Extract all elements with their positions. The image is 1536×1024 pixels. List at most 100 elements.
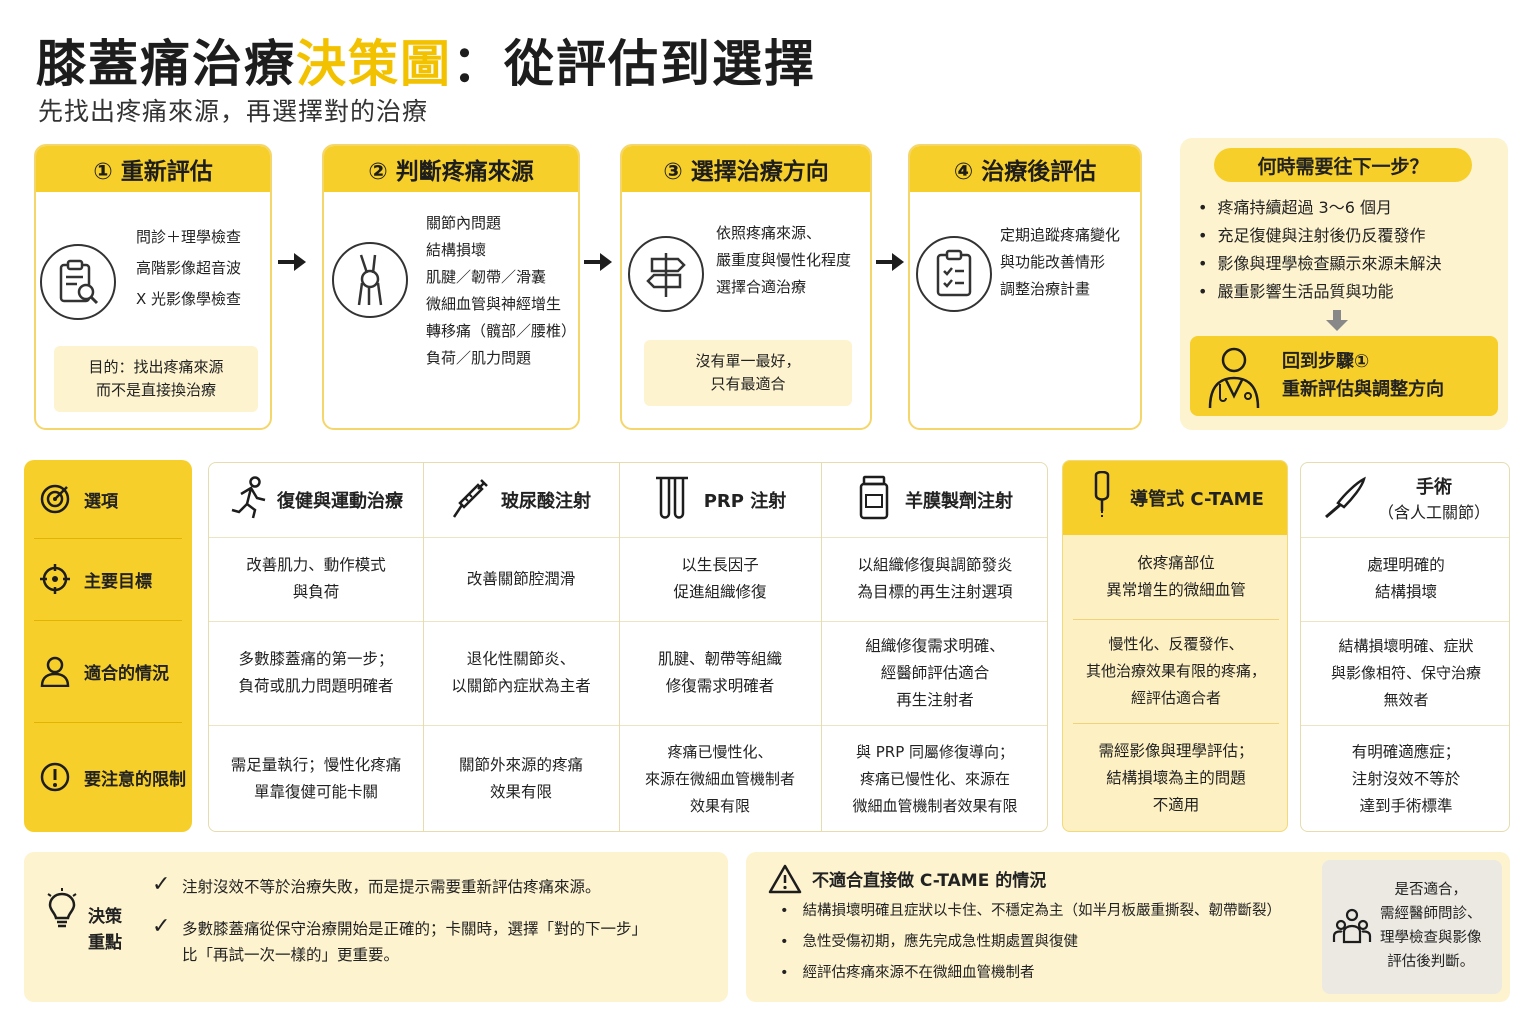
test-tube-icon xyxy=(654,475,690,526)
cell-fit: 組織修復需求明確、經醫師評估適合再生注射者 xyxy=(865,636,1005,709)
cell-limit: 需足量執行；慢性化疼痛單靠復健可能卡關 xyxy=(230,756,402,801)
cell-fit: 結構損壞明確、症狀與影像相符、保守治療無效者 xyxy=(1330,636,1481,709)
step-item: 轉移痛（髖部／腰椎） xyxy=(426,322,577,340)
column-amniotic: 羊膜製劑注射 以組織修復與調節發炎為目標的再生注射選項 組織修復需求明確、經醫師… xyxy=(821,463,1047,831)
step-note: 目的：找出疼痛來源而不是直接換治療 xyxy=(54,346,258,412)
column-header: 羊膜製劑注射 xyxy=(821,463,1047,537)
doctor-icon xyxy=(1208,347,1260,409)
advise-box: 是否適合， 需經醫師問診、 理學檢查與影像 評估後判斷。 xyxy=(1322,860,1502,994)
step-title: ② 判斷疼痛來源 xyxy=(324,146,578,192)
step-item: 肌腱／韌帶／滑囊 xyxy=(426,268,547,286)
step-item: 調整治療計畫 xyxy=(1000,280,1091,298)
cell-goal: 依疼痛部位異常增生的微細血管 xyxy=(1106,554,1246,599)
check-icon: ✓ xyxy=(152,914,171,939)
step-title: ③ 選擇治療方向 xyxy=(622,146,870,192)
clipboard-search-icon xyxy=(40,244,116,320)
column-rehab: 復健與運動治療 改善肌力、動作模式與負荷 多數膝蓋痛的第一步；負荷或肌力問題明確… xyxy=(209,463,423,831)
arrow-right-icon xyxy=(584,253,612,271)
page-subtitle: 先找出疼痛來源，再選擇對的治療 xyxy=(38,97,429,126)
arrow-down-icon xyxy=(1326,310,1348,331)
person-icon xyxy=(38,654,72,688)
cell-limit: 需經影像與理學評估；結構損壞為主的問題不適用 xyxy=(1098,741,1254,814)
step-item: 嚴重度與慢性化程度 xyxy=(716,251,852,269)
column-header: 玻尿酸注射 xyxy=(423,463,619,537)
knee-joint-icon xyxy=(332,242,408,318)
back-to-step1-box: 回到步驟① 重新評估與調整方向 xyxy=(1190,336,1498,416)
advise-text: 是否適合， 需經醫師問診、 理學檢查與影像 評估後判斷。 xyxy=(1380,882,1482,970)
row-header-goal: 主要目標 xyxy=(24,538,192,620)
back-title: 回到步驟① xyxy=(1282,351,1370,372)
step-item: 結構損壞 xyxy=(426,241,487,259)
crosshair-icon xyxy=(38,562,72,596)
step-note: 沒有單一最好，只有最適合 xyxy=(644,340,852,406)
catheter-icon xyxy=(1088,470,1116,526)
column-header: 導管式 C-TAME xyxy=(1063,461,1287,535)
step-item: 定期追蹤疼痛變化 xyxy=(1000,226,1121,244)
step-card-treatment-direction: ③ 選擇治療方向 依照疼痛來源、 嚴重度與慢性化程度 選擇合適治療 沒有單一最好… xyxy=(620,144,872,430)
step-item: 高階影像超音波 xyxy=(136,259,242,277)
step-item: 微細血管與神經增生 xyxy=(426,295,562,313)
vial-icon xyxy=(857,475,891,526)
step-item: 與功能改善情形 xyxy=(1000,253,1106,271)
list-item: 急性受傷初期，應先完成急性期處置與復健 xyxy=(780,927,1281,958)
key-points-label: 決策重點 xyxy=(88,907,122,953)
step-item: 選擇合適治療 xyxy=(716,278,807,296)
cell-limit: 關節外來源的疼痛效果有限 xyxy=(458,756,583,801)
back-subtitle: 重新評估與調整方向 xyxy=(1282,379,1444,400)
list-item: 經評估疼痛來源不在微細血管機制者 xyxy=(780,958,1281,989)
key-points-box: 決策重點 ✓注射沒效不等於治療失敗，而是提示需要重新評估疼痛來源。 ✓多數膝蓋痛… xyxy=(24,852,728,1002)
cell-goal: 處理明確的結構損壞 xyxy=(1367,556,1445,601)
next-step-list: 疼痛持續超過 3～6 個月 充足復健與注射後仍反覆發作 影像與理學檢查顯示來源未… xyxy=(1198,194,1441,306)
list-item: 疼痛持續超過 3～6 個月 xyxy=(1198,194,1441,222)
column-ctame: 導管式 C-TAME 依疼痛部位異常增生的微細血管 慢性化、反覆發作、其他治療效… xyxy=(1062,460,1288,832)
lightbulb-icon xyxy=(47,888,77,928)
next-step-panel: 何時需要往下一步？ 疼痛持續超過 3～6 個月 充足復健與注射後仍反覆發作 影像… xyxy=(1180,138,1508,430)
step-item: 問診＋理學檢查 xyxy=(136,228,242,246)
column-prp: PRP 注射 以生長因子促進組織修復 肌腱、韌帶等組織修復需求明確者 疼痛已慢性… xyxy=(619,463,821,831)
ctame-warning-box: 不適合直接做 C-TAME 的情況 結構損壞明確且症狀以卡住、不穩定為主（如半月… xyxy=(746,852,1510,1002)
step-card-pain-source: ② 判斷疼痛來源 關節內問題 結構損壞 肌腱／韌帶／滑囊 微細血管與神經增生 轉… xyxy=(322,144,580,430)
target-icon xyxy=(38,482,72,516)
step-card-reassess: ① 重新評估 問診＋理學檢查 高階影像超音波 X 光影像學檢查 目的：找出疼痛來… xyxy=(34,144,272,430)
next-step-title: 何時需要往下一步？ xyxy=(1214,148,1472,182)
arrow-right-icon xyxy=(876,253,904,271)
step-item: 關節內問題 xyxy=(426,214,502,232)
scalpel-icon xyxy=(1322,475,1368,526)
step-card-post-evaluation: ④ 治療後評估 定期追蹤疼痛變化 與功能改善情形 調整治療計畫 xyxy=(908,144,1142,430)
cell-goal: 以生長因子促進組織修復 xyxy=(673,556,767,601)
row-header-fit: 適合的情況 xyxy=(24,620,192,722)
column-header: 復健與運動治療 xyxy=(209,463,423,537)
list-item: 嚴重影響生活品質與功能 xyxy=(1198,278,1441,306)
page-title: 膝蓋痛治療決策圖：從評估到選擇 xyxy=(36,35,816,93)
cell-goal: 改善肌力、動作模式與負荷 xyxy=(246,556,386,601)
signpost-icon xyxy=(628,236,704,312)
step-item: X 光影像學檢查 xyxy=(136,290,242,308)
arrow-right-icon xyxy=(278,253,306,271)
list-item: 充足復健與注射後仍反覆發作 xyxy=(1198,222,1441,250)
cell-goal: 改善關節腔潤滑 xyxy=(466,569,576,588)
check-icon: ✓ xyxy=(152,872,171,897)
row-header-limit: 要注意的限制 xyxy=(24,722,192,832)
cell-limit: 有明確適應症；注射沒效不等於達到手術標準 xyxy=(1351,742,1461,815)
warning-triangle-icon xyxy=(768,864,802,894)
column-header: PRP 注射 xyxy=(619,463,821,537)
step-item: 負荷／肌力問題 xyxy=(426,349,532,367)
cell-fit: 慢性化、反覆發作、其他治療效果有限的疼痛，經評估適合者 xyxy=(1085,634,1266,707)
column-surgery: 手術（含人工關節） 處理明確的結構損壞 結構損壞明確、症狀與影像相符、保守治療無… xyxy=(1300,462,1510,832)
cell-fit: 肌腱、韌帶等組織修復需求明確者 xyxy=(657,650,782,695)
list-item: 影像與理學檢查顯示來源未解決 xyxy=(1198,250,1441,278)
row-header-column: 選項 主要目標 適合的情況 要注意的限制 xyxy=(24,460,192,832)
step-item: 依照疼痛來源、 xyxy=(716,224,822,242)
step-title: ① 重新評估 xyxy=(36,146,270,192)
warning-list: 結構損壞明確且症狀以卡住、不穩定為主（如半月板嚴重撕裂、韌帶斷裂） 急性受傷初期… xyxy=(780,896,1282,989)
cell-limit: 疼痛已慢性化、來源在微細血管機制者效果有限 xyxy=(644,742,795,815)
cell-fit: 退化性關節炎、以關節內症狀為主者 xyxy=(451,650,591,695)
column-hyaluronic: 玻尿酸注射 改善關節腔潤滑 退化性關節炎、以關節內症狀為主者 關節外來源的疼痛效… xyxy=(423,463,619,831)
running-icon xyxy=(229,475,269,525)
column-header: 手術（含人工關節） xyxy=(1301,463,1509,537)
group-people-icon xyxy=(1332,908,1372,944)
row-header-options: 選項 xyxy=(24,460,192,538)
checklist-icon xyxy=(916,236,992,312)
cell-limit: 與 PRP 同屬修復導向；疼痛已慢性化、來源在微細血管機制者效果有限 xyxy=(852,742,1018,815)
cell-fit: 多數膝蓋痛的第一步；負荷或肌力問題明確者 xyxy=(238,650,394,695)
